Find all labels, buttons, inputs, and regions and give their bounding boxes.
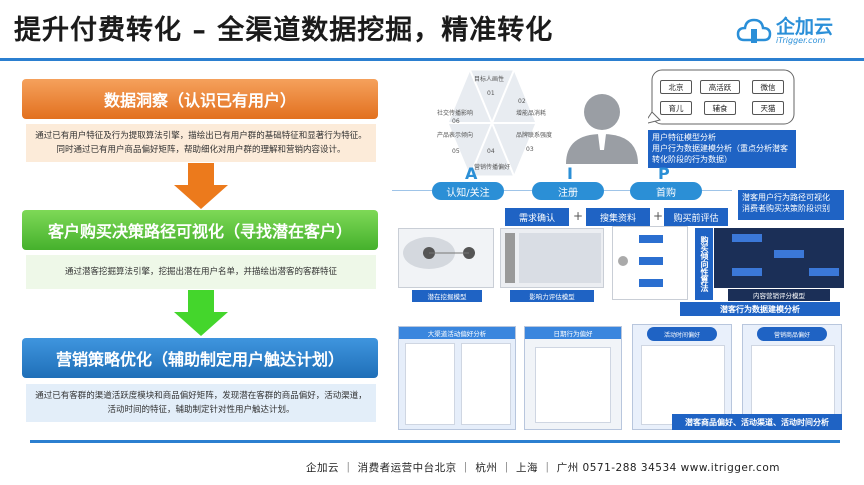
aip-letter: P xyxy=(658,164,670,183)
user-silhouette-icon xyxy=(566,94,638,164)
logo-subtext: iTrigger.com xyxy=(776,36,826,45)
date-preference-thumbnail: 日期行为偏好 xyxy=(524,326,622,430)
decision-step: 搜集资料 xyxy=(586,208,650,226)
tag-item: 育儿 xyxy=(660,101,692,115)
tags-speech-bubble xyxy=(648,69,795,125)
hex-label: 04 xyxy=(487,148,495,155)
hex-label: 01 xyxy=(487,90,495,97)
path-model-note: 潜客用户行为路径可视化 消费者购买决策阶段识别 xyxy=(738,190,844,220)
tag-item: 天猫 xyxy=(752,101,784,115)
header-divider xyxy=(0,58,864,61)
step1-banner: 数据洞察（认识已有用户） xyxy=(22,79,378,119)
hex-label: 目标人画性 xyxy=(474,76,505,83)
thumbnail-caption: 内容营销评分模型 xyxy=(728,289,830,301)
stage-pill: 注册 xyxy=(532,182,604,200)
dark-table-thumbnail xyxy=(714,228,844,288)
hex-label: 品牌联系强度 xyxy=(516,132,553,139)
hex-label: 社交传播影响 xyxy=(437,110,474,117)
step3-description: 通过已有客群的渠道活跃度模块和商品偏好矩阵，发现潜在客群的商品偏好，活动渠道，活… xyxy=(26,384,376,422)
side-label: 购买倾向性算法 xyxy=(695,228,713,300)
bottom-analysis-label: 潜客商品偏好、活动渠道、活动时间分析 xyxy=(672,414,842,430)
tag-item: 辅食 xyxy=(704,101,736,115)
thumbnail-caption: 日期行为偏好 xyxy=(525,327,621,339)
aip-letter: I xyxy=(567,164,573,183)
path-model-label: 潜客行为数据建模分析 xyxy=(680,302,840,316)
footer-text: 企加云 ｜ 消费者运营中台北京 ｜ 杭州 ｜ 上海 ｜ 广州 0571-288 … xyxy=(306,462,780,474)
hex-label: 增能品消耗 xyxy=(516,110,547,117)
plus-icon: + xyxy=(653,209,664,223)
phone-mockup xyxy=(535,347,611,423)
logo-text: 企加云 xyxy=(776,16,834,38)
step1-description: 通过已有用户特征及行为提取算法引擎，描绘出已有用户群的基础特征和显著行为特征。同… xyxy=(26,124,376,162)
hex-label: 05 xyxy=(452,148,460,155)
product-preference-thumbnail: 营销商品偏好 xyxy=(742,324,842,430)
page-title: 提升付费转化 – 全渠道数据挖掘，精准转化 xyxy=(14,15,554,46)
phone-mockup xyxy=(405,343,455,425)
channel-preference-thumbnail: 大渠道活动偏好分析 xyxy=(398,326,516,430)
arrow-down-icon xyxy=(174,290,228,336)
aip-letter: A xyxy=(465,164,478,183)
footer-divider xyxy=(30,440,840,443)
thumbnail-caption: 活动时间偏好 xyxy=(647,327,717,341)
arrow-down-icon xyxy=(174,163,228,209)
hex-label: 营销传播偏好 xyxy=(474,164,511,171)
thumbnail-caption: 潜在挖掘模型 xyxy=(412,290,482,302)
phone-mockup xyxy=(641,345,725,425)
decision-step: 购买前评估 xyxy=(664,208,728,226)
phone-mockup xyxy=(751,345,835,425)
flow-diagram-thumbnail xyxy=(612,226,688,300)
tag-item: 北京 xyxy=(660,80,692,94)
step2-description: 通过潜客挖掘算法引擎，挖掘出潜在用户名单，并描绘出潜客的客群特征 xyxy=(26,255,376,289)
stage-pill: 首购 xyxy=(630,182,702,200)
thumbnail-caption: 营销商品偏好 xyxy=(757,327,827,341)
decision-step: 需求确认 xyxy=(505,208,569,226)
hex-label: 产品表示倾向 xyxy=(437,132,474,139)
tag-item: 微信 xyxy=(752,80,784,94)
thumbnail-caption: 大渠道活动偏好分析 xyxy=(399,327,515,339)
thumbnail-caption: 影响力评估模型 xyxy=(510,290,594,302)
profile-model-note: 用户特征模型分析 用户行为数据建模分析（重点分析潜客转化阶段的行为数据） xyxy=(648,130,796,168)
hex-label: 03 xyxy=(526,146,534,153)
stage-pill: 认知/关注 xyxy=(432,182,504,200)
heatmap-thumbnail xyxy=(500,228,604,288)
step3-banner: 营销策略优化（辅助制定用户触达计划） xyxy=(22,338,378,378)
step2-banner: 客户购买决策路径可视化（寻找潜在客户） xyxy=(22,210,378,250)
tag-item: 高活跃 xyxy=(700,80,740,94)
phone-mockup xyxy=(461,343,511,425)
cloud-logo-icon xyxy=(736,18,772,43)
hexagon-diagram xyxy=(447,69,537,177)
plus-icon: + xyxy=(573,209,584,223)
hex-label: 06 xyxy=(452,118,460,125)
hex-label: 02 xyxy=(518,98,526,105)
network-graph-thumbnail xyxy=(398,228,494,288)
